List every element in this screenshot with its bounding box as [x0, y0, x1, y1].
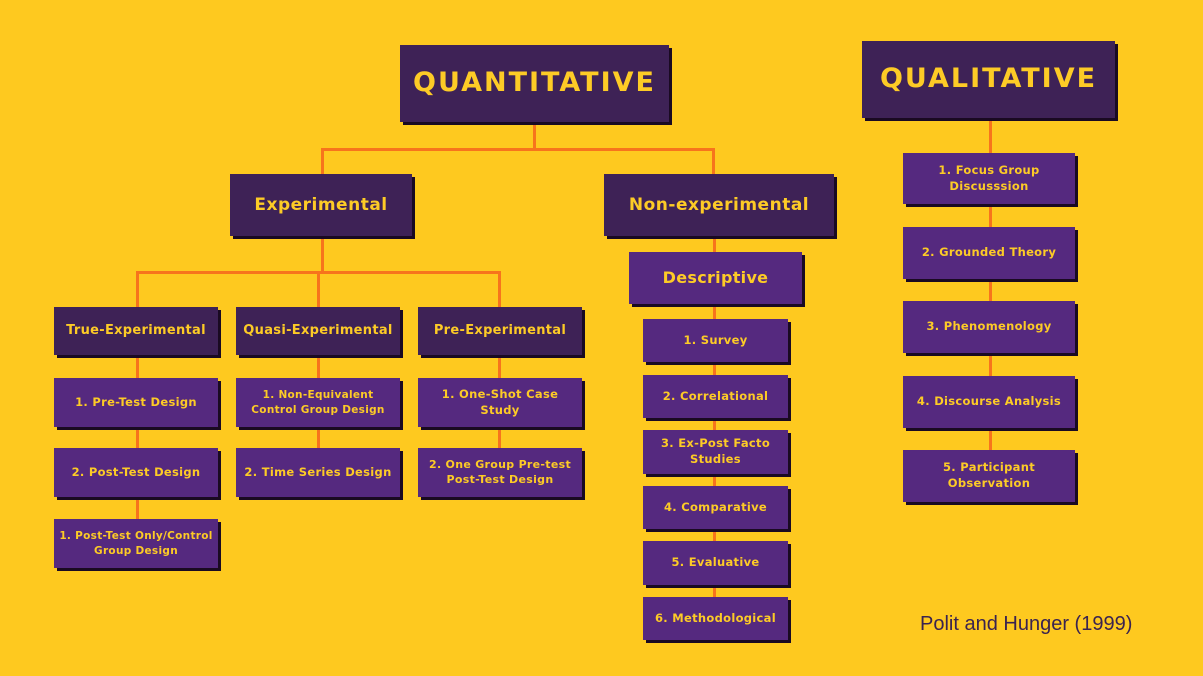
list-item: 5. Participant Observation	[903, 450, 1075, 502]
list-item: 1. Survey	[643, 319, 788, 362]
connector	[989, 116, 992, 456]
non-experimental-box: Non-experimental	[604, 174, 834, 236]
connector	[321, 148, 324, 176]
list-item: 1. Non-Equivalent Control Group Design	[236, 378, 400, 427]
experimental-box: Experimental	[230, 174, 412, 236]
list-item: 1. Pre-Test Design	[54, 378, 218, 427]
pre-experimental-box: Pre-Experimental	[418, 307, 582, 355]
connector	[533, 120, 536, 151]
connector	[317, 271, 320, 451]
list-item: 1. Post-Test Only/Control Group Design	[54, 519, 218, 568]
list-item: 2. One Group Pre-test Post-Test Design	[418, 448, 582, 497]
list-item: 1. Focus Group Discusssion	[903, 153, 1075, 204]
descriptive-box: Descriptive	[629, 252, 802, 304]
quantitative-box: QUANTITATIVE	[400, 45, 669, 122]
list-item: 2. Time Series Design	[236, 448, 400, 497]
list-item: 6. Methodological	[643, 597, 788, 640]
list-item: 2. Grounded Theory	[903, 227, 1075, 279]
connector	[712, 148, 715, 176]
list-item: 1. One-Shot Case Study	[418, 378, 582, 427]
citation: Polit and Hunger (1999)	[920, 613, 1133, 635]
list-item: 2. Post-Test Design	[54, 448, 218, 497]
connector	[321, 148, 715, 151]
connector	[498, 271, 501, 451]
true-experimental-box: True-Experimental	[54, 307, 218, 355]
list-item: 2. Correlational	[643, 375, 788, 418]
list-item: 3. Ex-Post Facto Studies	[643, 430, 788, 474]
qualitative-box: QUALITATIVE	[862, 41, 1115, 118]
list-item: 5. Evaluative	[643, 541, 788, 585]
connector	[713, 234, 716, 604]
list-item: 4. Discourse Analysis	[903, 376, 1075, 428]
list-item: 3. Phenomenology	[903, 301, 1075, 353]
list-item: 4. Comparative	[643, 486, 788, 529]
connector	[321, 234, 324, 274]
quasi-experimental-box: Quasi-Experimental	[236, 307, 400, 355]
